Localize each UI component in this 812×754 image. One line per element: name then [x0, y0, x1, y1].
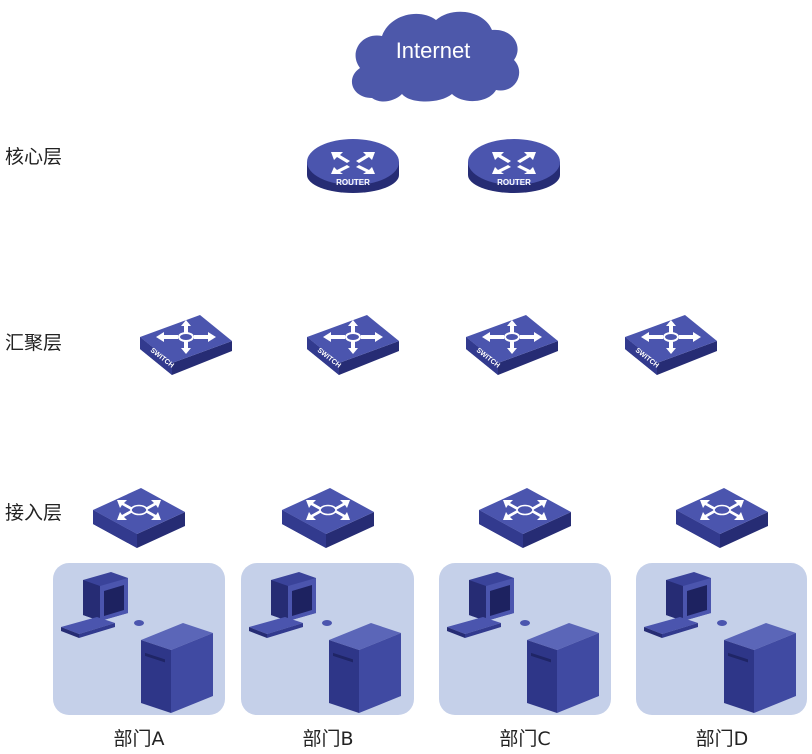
department-label: 部门A: [114, 728, 165, 750]
aggregation-switch: SWITCH: [140, 315, 232, 375]
internet-label: Internet: [396, 38, 471, 63]
access-switch: [676, 488, 768, 548]
aggregation-switch: SWITCH: [466, 315, 558, 375]
aggregation-switch: SWITCH: [307, 315, 399, 375]
router-device-label: ROUTER: [497, 178, 531, 187]
core-layer-label: 核心层: [5, 146, 62, 168]
access-layer-label: 接入层: [5, 502, 62, 524]
access-switch: [282, 488, 374, 548]
access-switch: [479, 488, 571, 548]
core-router: ROUTER: [307, 139, 399, 193]
access-switch: [93, 488, 185, 548]
department-label: 部门D: [696, 728, 749, 750]
department-panel: 部门C: [439, 563, 611, 750]
internet-cloud: Internet: [351, 11, 520, 102]
department-label: 部门B: [302, 728, 353, 750]
router-device-label: ROUTER: [336, 178, 370, 187]
department-panel: 部门B: [241, 563, 414, 750]
aggregation-switch: SWITCH: [625, 315, 717, 375]
department-label: 部门C: [499, 728, 550, 750]
core-router: ROUTER: [468, 139, 560, 193]
department-panel: 部门A: [53, 563, 225, 750]
aggregation-layer-label: 汇聚层: [5, 332, 62, 354]
department-panel: 部门D: [636, 563, 807, 750]
